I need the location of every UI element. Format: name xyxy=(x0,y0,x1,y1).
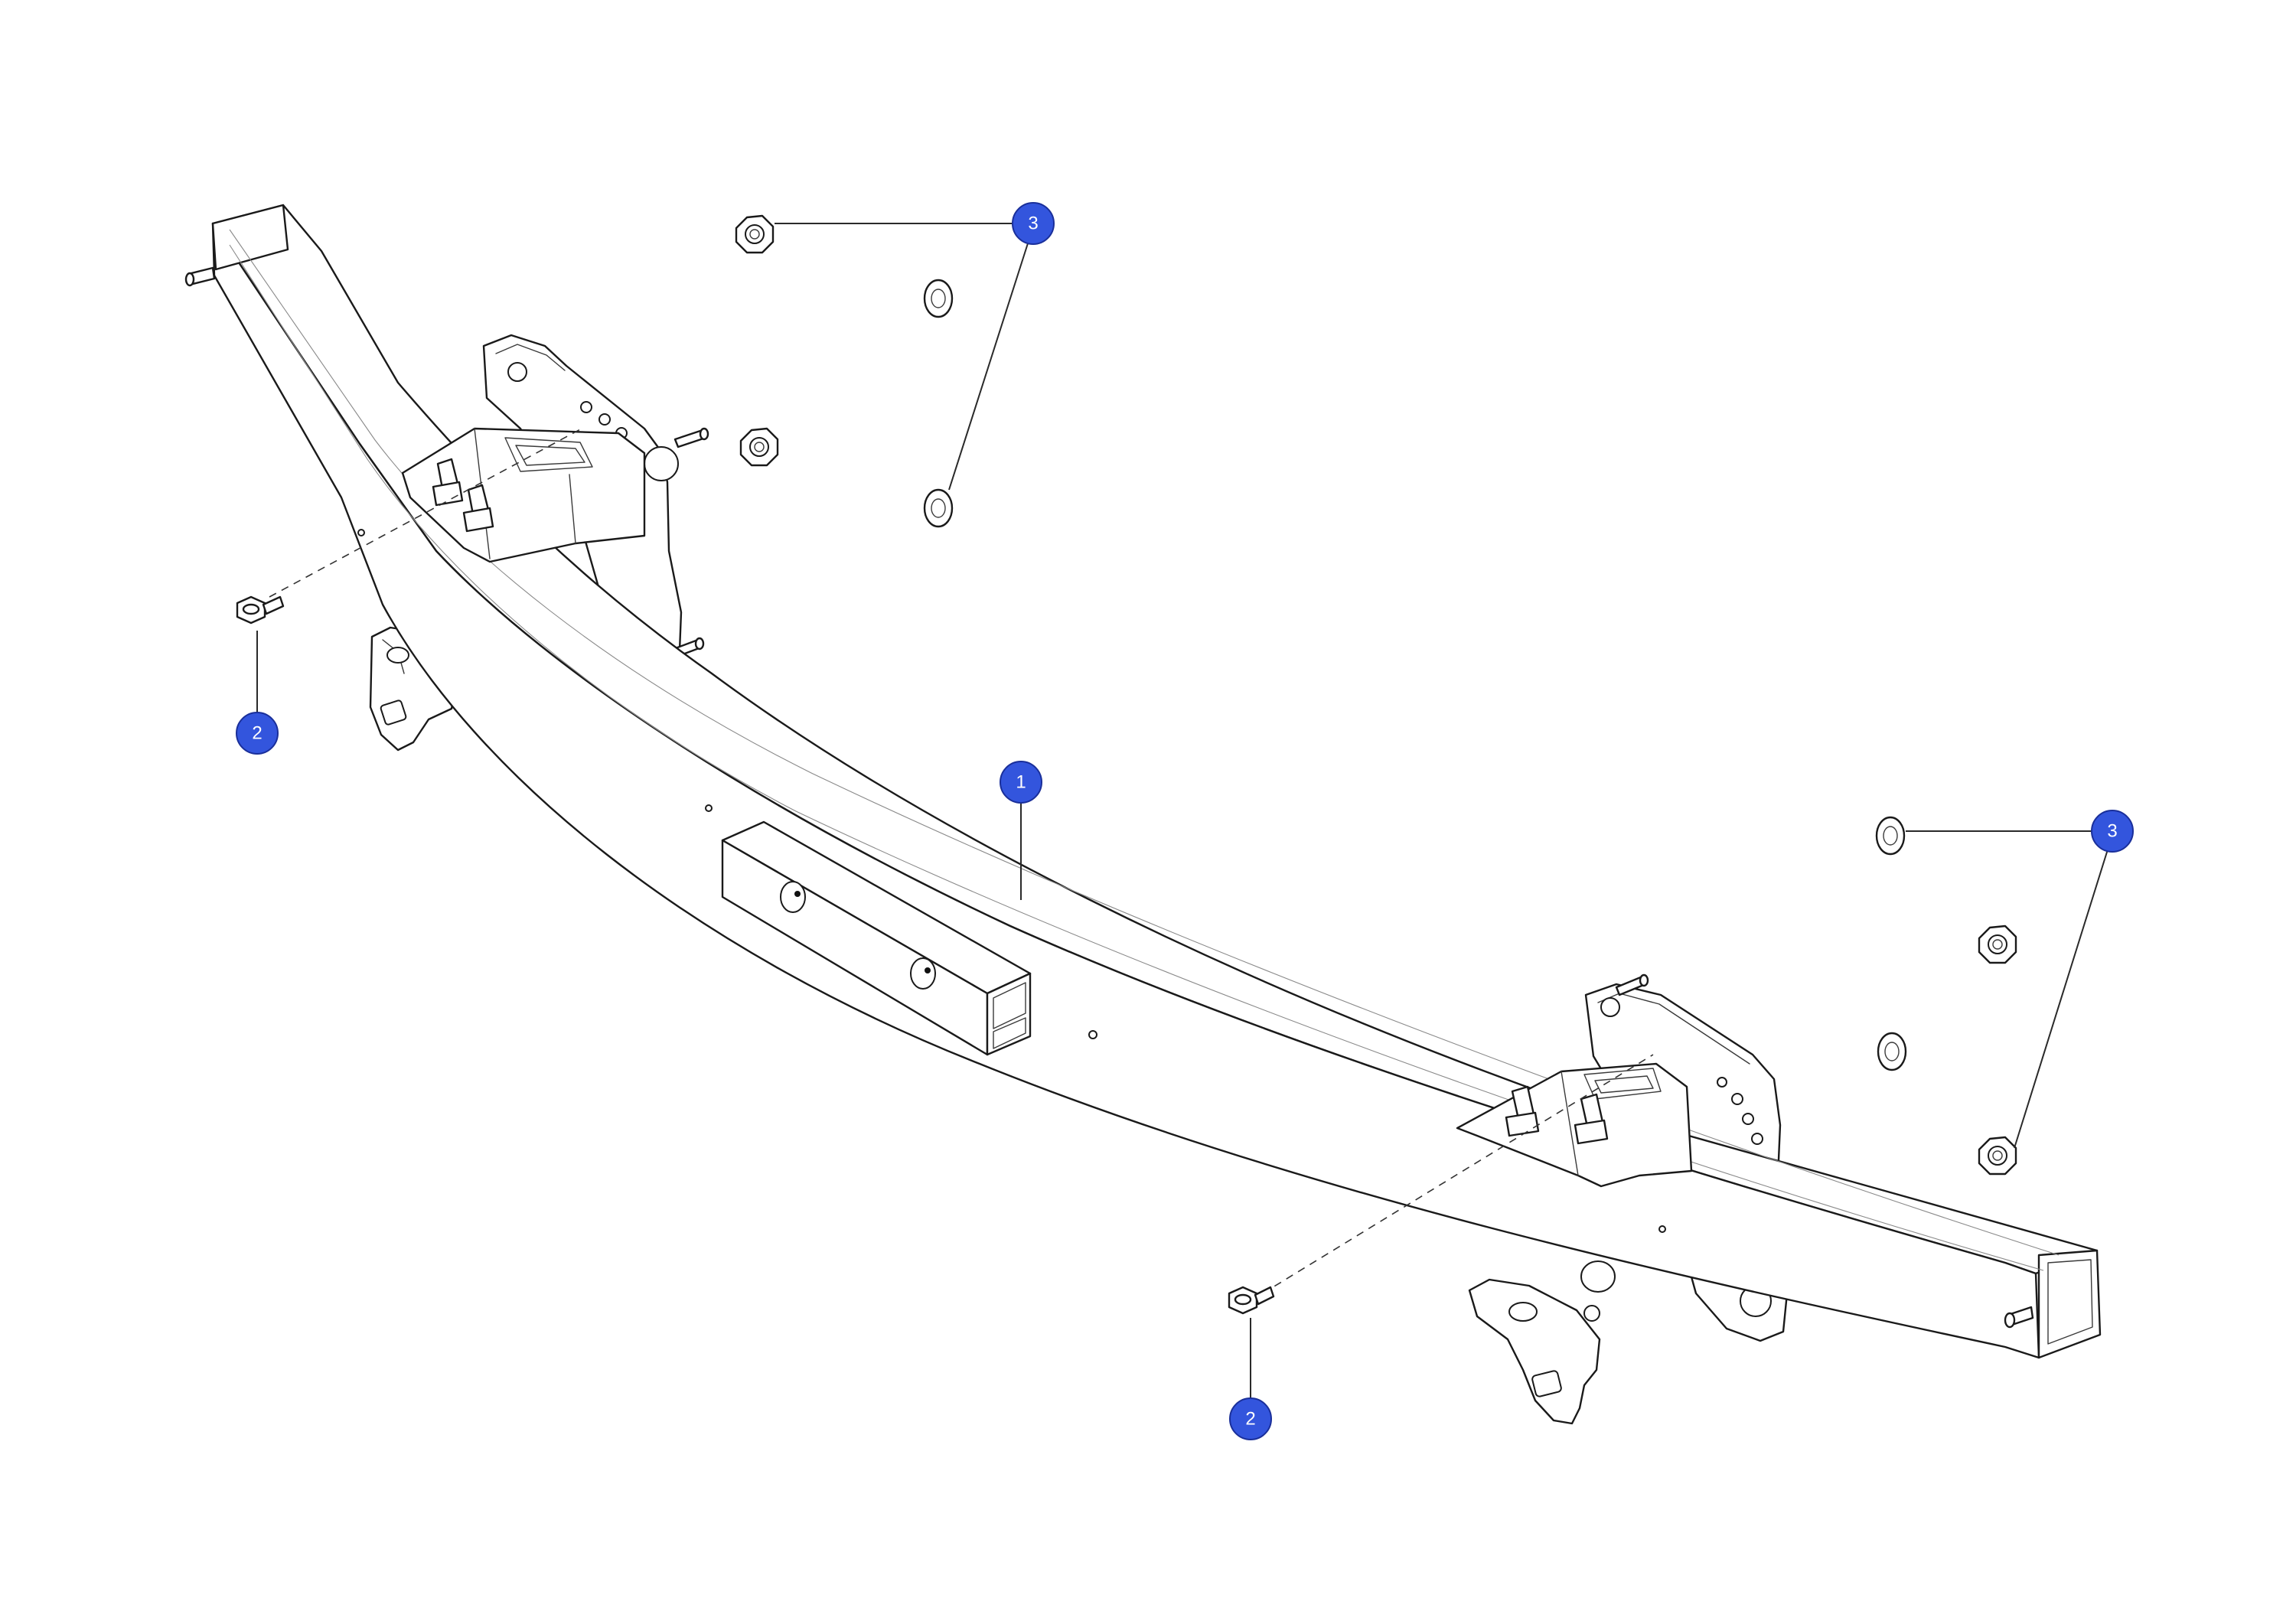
bolt-right[interactable] xyxy=(1228,1286,1275,1315)
flange-nut[interactable] xyxy=(1877,1032,1907,1071)
plate-hole xyxy=(1600,997,1620,1017)
sleeve-hole xyxy=(910,957,936,990)
center-sleeve[interactable] xyxy=(721,820,1032,1056)
sleeve-hole xyxy=(780,881,806,913)
plate-hole xyxy=(507,362,527,382)
callout-label: 3 xyxy=(1028,214,1038,234)
hex-nut[interactable] xyxy=(1978,925,2017,964)
beam-end-stud xyxy=(184,266,216,287)
callout-label: 3 xyxy=(2107,821,2117,842)
bracket-hole xyxy=(1583,1305,1600,1322)
flange-nut[interactable] xyxy=(1875,816,1906,856)
callout-label: 2 xyxy=(1245,1409,1255,1430)
beam-hole xyxy=(1658,1225,1666,1233)
bracket-slot xyxy=(380,699,407,726)
callout-3-top[interactable]: 3 xyxy=(1012,202,1055,245)
plate-hole xyxy=(580,401,592,413)
right-lower-bracket[interactable] xyxy=(1468,1278,1601,1425)
plate-hole xyxy=(1751,1133,1763,1145)
bumper-beam[interactable] xyxy=(184,204,2102,1359)
bolt-left[interactable] xyxy=(236,595,285,624)
plate-hole xyxy=(1731,1093,1743,1105)
leader-lines xyxy=(256,223,2108,1399)
bracket-hole xyxy=(386,647,409,664)
callout-2-right[interactable]: 2 xyxy=(1229,1397,1272,1440)
right-saddle-stud xyxy=(1505,1085,1540,1137)
plate-hole xyxy=(1742,1113,1754,1125)
left-saddle-stud xyxy=(432,458,464,507)
callout-label: 2 xyxy=(252,723,262,744)
flange-nut[interactable] xyxy=(923,488,954,528)
hex-nut[interactable] xyxy=(735,214,775,254)
beam-hole xyxy=(705,804,713,812)
bracket-hole xyxy=(1508,1302,1538,1322)
beam-hole xyxy=(1088,1030,1097,1039)
plate-hole xyxy=(598,413,611,426)
hex-nut[interactable] xyxy=(739,427,779,467)
callout-2-left[interactable]: 2 xyxy=(236,712,279,755)
plate-hole xyxy=(644,446,679,481)
plate-stud xyxy=(1615,973,1649,996)
callout-3-right[interactable]: 3 xyxy=(2091,810,2134,853)
assembly-line-right xyxy=(1262,1054,1654,1294)
plate-hole xyxy=(1717,1077,1727,1088)
beam-hole xyxy=(1580,1260,1616,1293)
beam-end-stud xyxy=(2004,1306,2034,1329)
callout-1[interactable]: 1 xyxy=(1000,761,1042,804)
plate-stud xyxy=(673,427,709,448)
beam-hole xyxy=(357,529,365,536)
hex-nut[interactable] xyxy=(1978,1136,2017,1176)
assembly-line-left xyxy=(269,428,582,598)
left-saddle-stud xyxy=(462,484,494,533)
bracket-slot xyxy=(1531,1370,1562,1397)
callout-label: 1 xyxy=(1016,772,1026,793)
right-saddle-stud xyxy=(1574,1093,1609,1145)
flange-nut[interactable] xyxy=(923,279,954,318)
